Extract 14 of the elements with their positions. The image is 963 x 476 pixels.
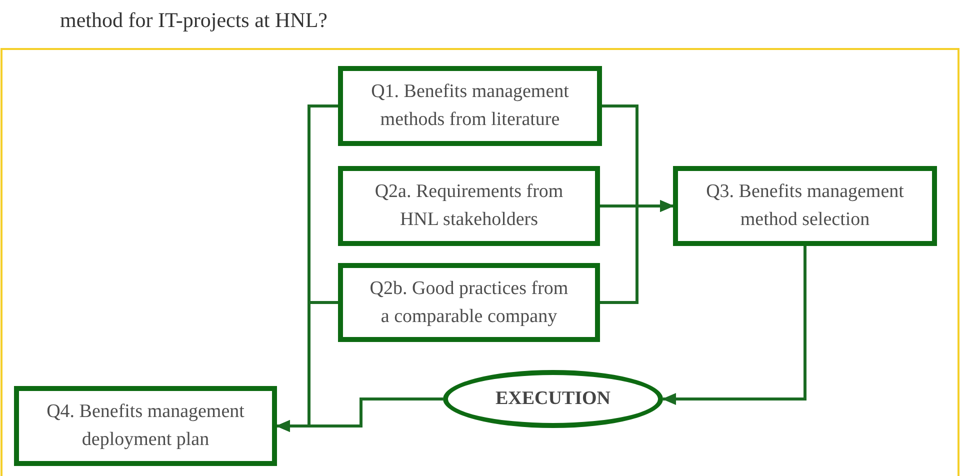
connector-arrow xyxy=(662,246,806,405)
process-box xyxy=(338,263,600,342)
box-label: Q2b. Good practices from a comparable company xyxy=(368,276,570,328)
process-box xyxy=(338,166,600,246)
question-text: method for IT-projects at HNL? xyxy=(60,8,328,33)
box-label: Q4. Benefits management deployment plan xyxy=(46,400,246,452)
process-box xyxy=(338,66,602,146)
box-label: Q3. Benefits management method selection xyxy=(705,180,905,232)
process-box xyxy=(673,166,937,246)
process-box xyxy=(14,386,277,466)
ellipse-label: EXECUTION xyxy=(495,387,611,411)
box-label: Q2a. Requirements from HNL stakeholders xyxy=(374,180,564,232)
connector-arrow xyxy=(600,200,674,304)
box-label: Q1. Benefits management methods from literature xyxy=(370,80,570,132)
